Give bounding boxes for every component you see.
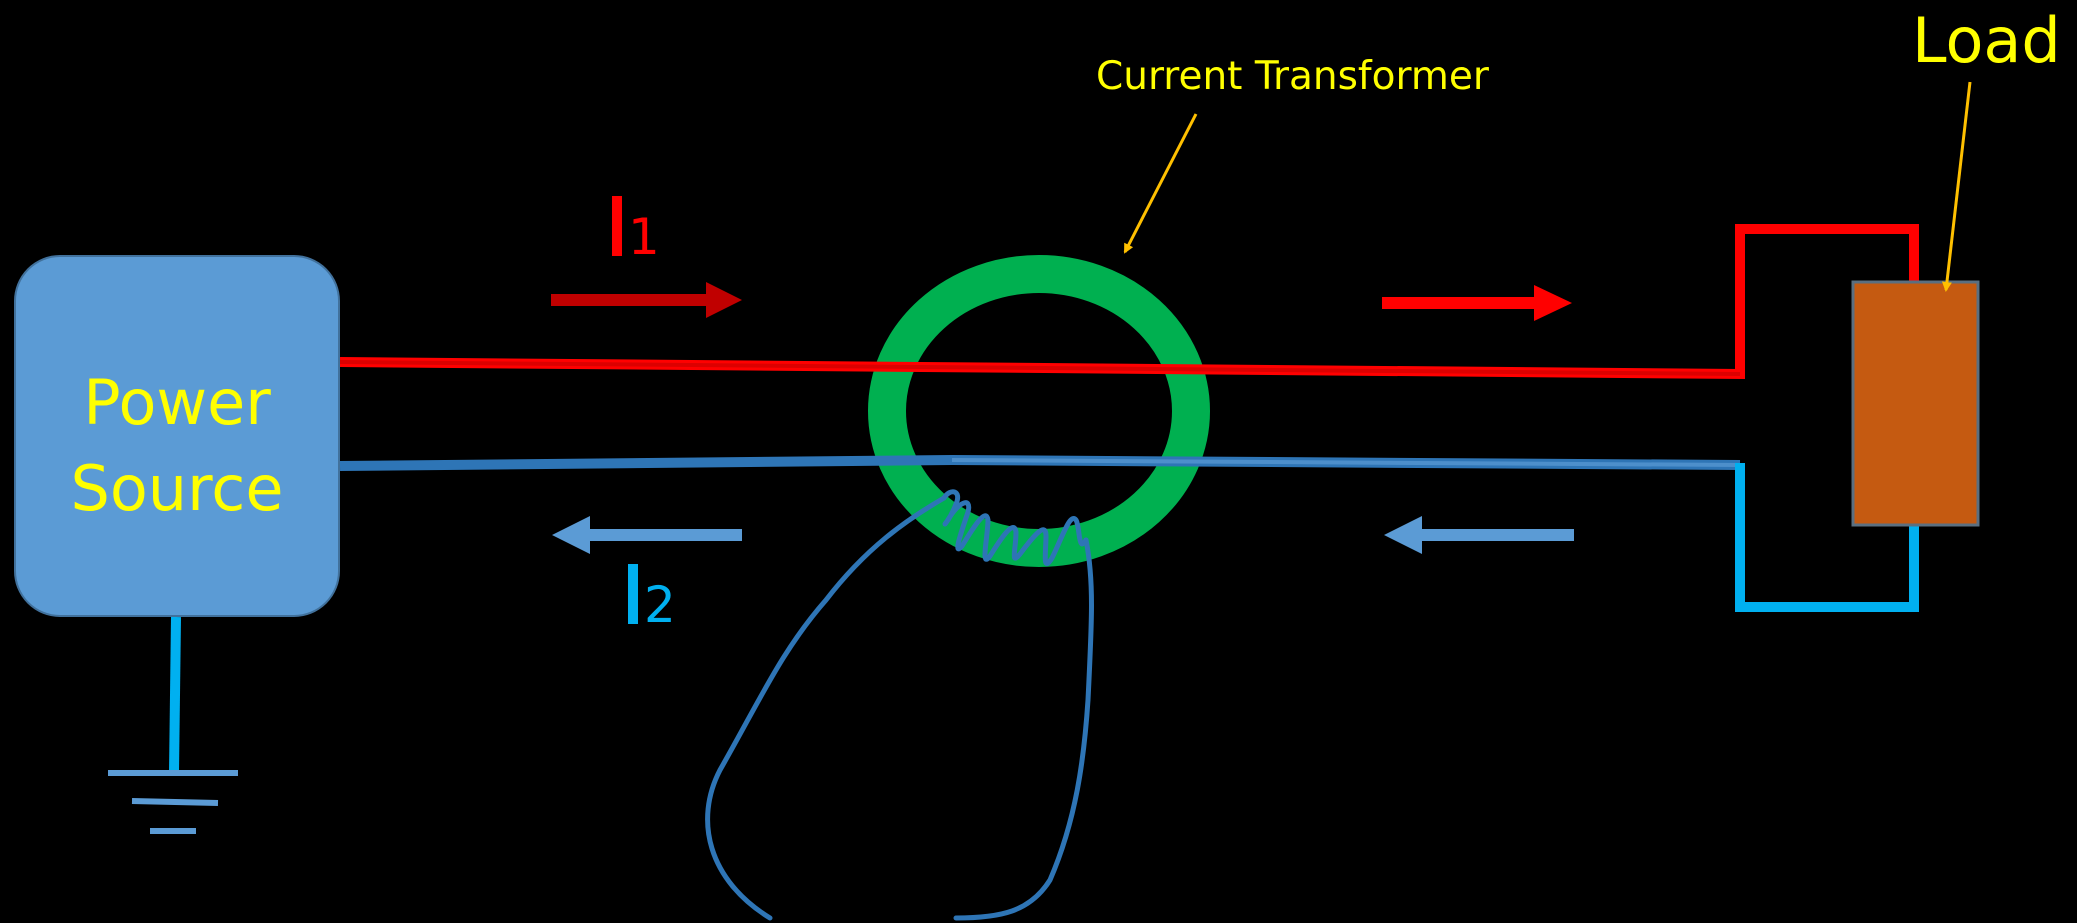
arrow-i1-right bbox=[551, 282, 742, 318]
current-i1-symbol bbox=[612, 196, 622, 256]
ground-bar-2 bbox=[131, 798, 219, 806]
current-i2-subscript: 2 bbox=[644, 576, 676, 634]
neutral-wire-highlight bbox=[951, 458, 1741, 467]
power-source-box: Power Source bbox=[14, 255, 340, 617]
neutral-return-wire bbox=[1735, 463, 1919, 612]
arrow-load-right bbox=[1382, 285, 1572, 321]
load-label: Load bbox=[1912, 4, 2061, 77]
current-i2-label: 2 bbox=[628, 558, 676, 643]
current-transformer-ring bbox=[868, 255, 1210, 567]
load-callout-arrow bbox=[1941, 81, 1972, 292]
power-source-label: Power Source bbox=[16, 360, 338, 532]
ct-winding bbox=[705, 489, 1094, 921]
ground-wire bbox=[169, 616, 181, 774]
current-transformer-label: Current Transformer bbox=[1096, 54, 1489, 99]
current-i1-subscript: 1 bbox=[628, 208, 660, 266]
power-source-line-2: Source bbox=[70, 452, 284, 525]
current-i2-symbol bbox=[628, 564, 638, 624]
power-source-line-1: Power bbox=[83, 366, 271, 439]
live-wire-shade bbox=[339, 360, 1741, 376]
arrow-load-left bbox=[1384, 516, 1574, 554]
current-i1-label: 1 bbox=[612, 190, 660, 275]
load-box bbox=[1851, 280, 1980, 527]
ct-callout-arrow bbox=[1123, 113, 1198, 254]
arrow-i2-left bbox=[552, 516, 742, 554]
